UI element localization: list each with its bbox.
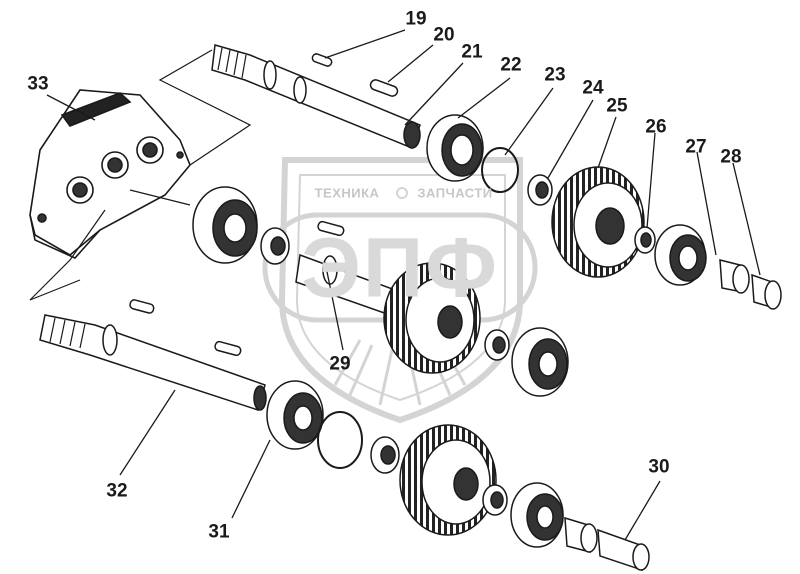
- spacer-lower: [370, 436, 400, 474]
- callout-29: 29: [329, 353, 351, 375]
- spacer-part-26: [634, 226, 656, 254]
- callout-22: 22: [500, 54, 522, 76]
- spacer-lower-right: [482, 484, 508, 516]
- snap-ring-part-23: [481, 147, 519, 193]
- callout-31: 31: [208, 521, 230, 543]
- bearing-right-middle: [511, 327, 569, 397]
- spacer-middle: [260, 227, 290, 265]
- bushing-part-30: [564, 516, 650, 572]
- gear-lower: [399, 424, 497, 536]
- callout-33: 33: [27, 73, 49, 95]
- bearing-left-middle: [192, 186, 258, 264]
- callout-19: 19: [405, 8, 427, 30]
- bearing-part-22: [426, 114, 484, 182]
- callout-leader-lines: [46, 29, 761, 541]
- watermark-text-left: ТЕХНИКА: [314, 185, 380, 201]
- callout-24: 24: [582, 77, 604, 99]
- housing-part-33: [29, 89, 191, 259]
- gear-part-25: [551, 166, 645, 278]
- bearing-part-27: [654, 224, 707, 286]
- spacer-part-24: [527, 174, 553, 206]
- callout-30: 30: [648, 456, 670, 478]
- callout-21: 21: [461, 41, 483, 63]
- callout-28: 28: [720, 146, 742, 168]
- callout-26: 26: [645, 116, 667, 138]
- snap-ring-lower: [317, 411, 363, 469]
- watermark-text-right: ЗАПЧАСТИ: [417, 185, 493, 201]
- callout-25: 25: [606, 95, 628, 117]
- assembly-leader-lines: [29, 49, 252, 301]
- lower-shaft-part-32: [39, 299, 267, 411]
- callout-27: 27: [685, 136, 707, 158]
- bushing-part-28: [719, 259, 782, 310]
- bearing-lower-right: [510, 482, 564, 548]
- callout-32: 32: [106, 480, 128, 502]
- watermark-logo: ЭПФ: [301, 220, 499, 315]
- callout-20: 20: [433, 24, 455, 46]
- callout-23: 23: [544, 64, 566, 86]
- bearing-part-31: [266, 380, 324, 450]
- upper-shaft: [211, 44, 421, 149]
- gear-middle: [383, 262, 481, 374]
- spacer-middle-right: [484, 329, 510, 361]
